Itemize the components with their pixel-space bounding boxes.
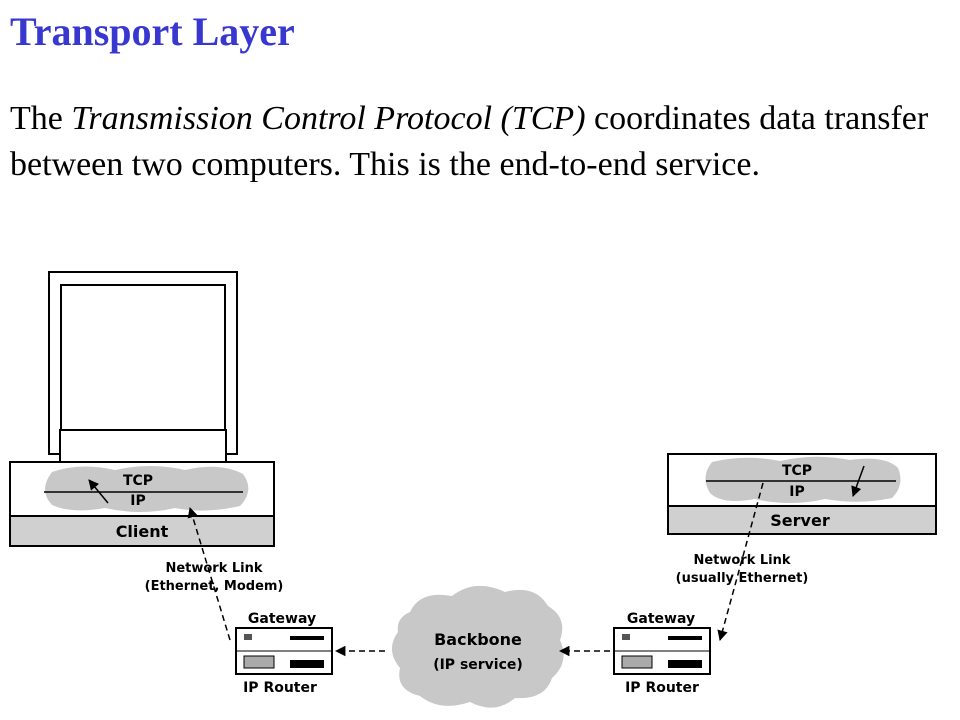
server-computer: TCP IP Server <box>667 453 937 535</box>
backbone-cloud: Backbone (IP service) <box>391 585 564 708</box>
client-computer: TCP IP Client <box>9 271 275 547</box>
left-router: Gateway IP Router <box>235 611 333 696</box>
client-stack-cloud <box>45 466 249 512</box>
server-down-arrow <box>851 465 865 497</box>
right-router-slot-top <box>668 636 702 640</box>
left-router-grille <box>243 655 275 669</box>
left-router-slot-bottom <box>290 660 324 668</box>
left-router-label: IP Router <box>243 680 317 696</box>
body-term: Transmission Control Protocol (TCP) <box>71 100 586 137</box>
right-router: Gateway IP Router <box>613 611 711 696</box>
server-label-panel <box>667 505 937 535</box>
client-ip-label: IP <box>130 493 145 509</box>
monitor-screen <box>60 284 226 431</box>
right-router-grille <box>621 655 653 669</box>
client-label: Client <box>116 522 169 541</box>
slide-title: Transport Layer <box>10 9 295 54</box>
left-gateway-label: Gateway <box>248 611 316 627</box>
left-router-led <box>244 634 252 640</box>
right-router-label: IP Router <box>625 680 699 696</box>
body-pre: The <box>10 100 72 137</box>
client-link-line1: Network Link <box>165 561 262 576</box>
backbone-label: Backbone <box>434 630 522 649</box>
backbone-sublabel: (IP service) <box>433 657 523 673</box>
right-gateway-label: Gateway <box>627 611 695 627</box>
slide-body: The Transmission Control Protocol (TCP) … <box>10 96 950 188</box>
client-tcp-label: TCP <box>123 473 153 489</box>
monitor-stand <box>59 429 227 463</box>
server-label: Server <box>770 511 830 530</box>
server-link-line2: (usually Ethernet) <box>676 571 809 586</box>
server-network-link <box>717 482 764 642</box>
body-post: coordinates data transfer between two co… <box>10 100 929 183</box>
client-up-arrow <box>88 479 109 504</box>
right-router-slot-bottom <box>668 660 702 668</box>
server-ip-label: IP <box>789 484 804 500</box>
right-router-led <box>622 634 630 640</box>
left-router-slot-top <box>290 636 324 640</box>
client-network-link <box>187 506 231 641</box>
client-label-panel <box>9 515 275 547</box>
server-tcp-label: TCP <box>782 463 812 479</box>
backbone-cloud-shape <box>391 585 564 708</box>
